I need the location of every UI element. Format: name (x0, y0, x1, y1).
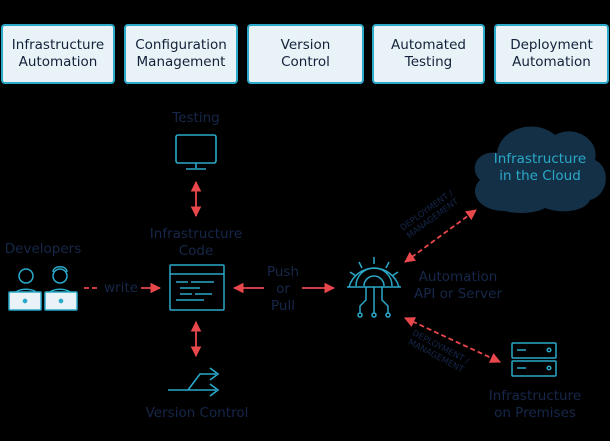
label-on-premises: Infrastructure on Premises (488, 388, 582, 421)
cloud-shape (474, 126, 606, 213)
branch-icon (168, 367, 220, 397)
server-icon (511, 342, 557, 377)
category-row: Infrastructure Automation Configuration … (0, 24, 610, 88)
monitor-icon (175, 134, 217, 170)
arrows (84, 180, 501, 363)
label-testing: Testing (172, 110, 220, 126)
box-configuration-management: Configuration Management (124, 24, 238, 84)
gear-icon (347, 257, 401, 318)
label-infrastructure-code: Infrastructure Code (149, 226, 243, 259)
label-developers: Developers (4, 241, 82, 257)
label-automation-api: Automation API or Server (413, 269, 503, 302)
box-automated-testing: Automated Testing (372, 24, 485, 84)
box-version-control: Version Control (247, 24, 364, 84)
code-window-icon (169, 264, 225, 311)
label-version-control: Version Control (145, 405, 249, 421)
label-cloud: Infrastructure in the Cloud (493, 151, 587, 184)
arrow-automation-cloud (404, 209, 477, 263)
box-deployment-automation: Deployment Automation (494, 24, 609, 84)
label-push-or-pull: Push or Pull (266, 264, 300, 314)
developers-icon (8, 266, 78, 311)
label-write: write (104, 280, 138, 296)
box-infrastructure-automation: Infrastructure Automation (1, 24, 115, 84)
arrow-automation-premises (404, 317, 501, 363)
